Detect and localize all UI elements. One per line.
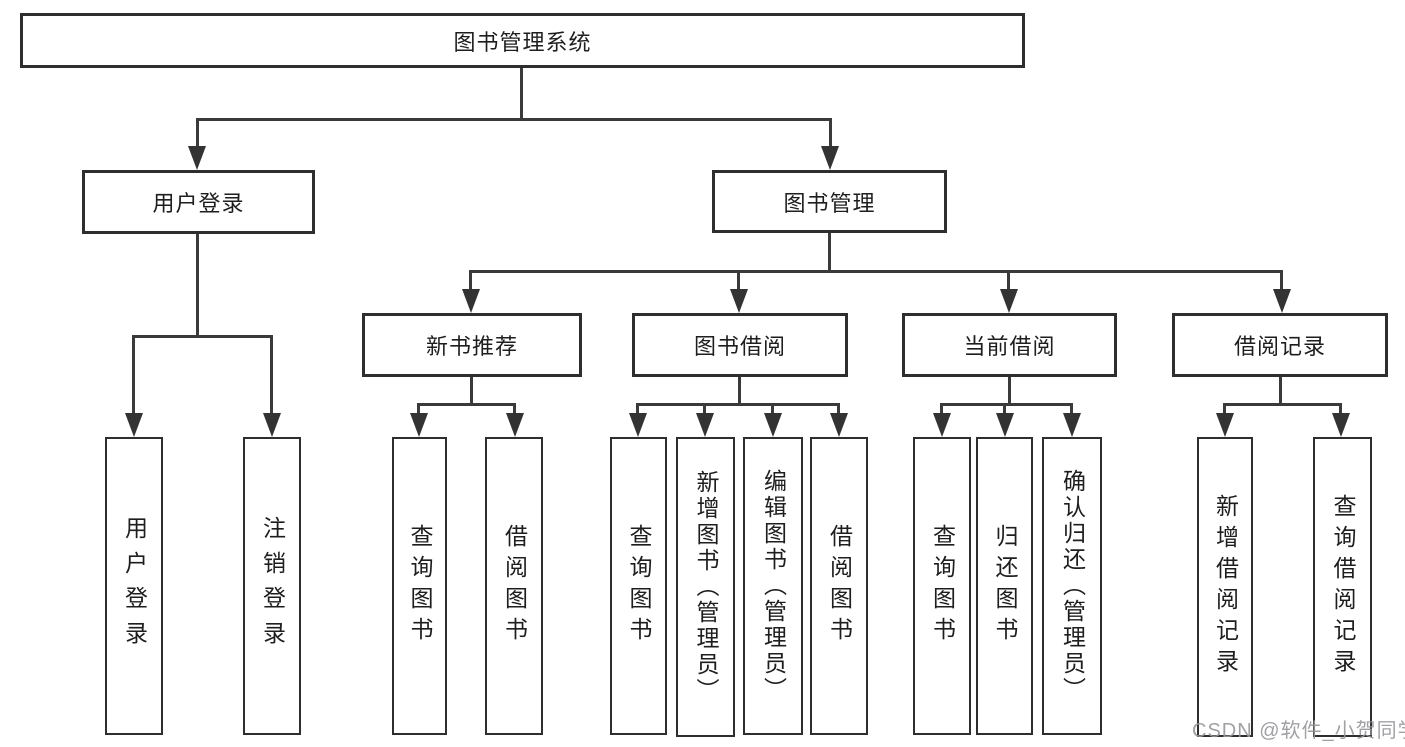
connector-line xyxy=(940,403,943,416)
connector-line xyxy=(1339,403,1342,416)
leaf-query-borrow-record: 查询借阅记录 xyxy=(1313,437,1372,737)
leaf-query-books-borrowing: 查询图书 xyxy=(610,437,667,735)
arrow-down-icon xyxy=(1273,289,1291,313)
connector-line xyxy=(470,377,473,405)
arrow-down-icon xyxy=(1000,289,1018,313)
connector-line xyxy=(469,270,472,292)
node-current-borrowing: 当前借阅 xyxy=(902,313,1117,377)
arrow-down-icon xyxy=(462,289,480,313)
connector-line xyxy=(636,403,840,406)
leaf-user-login: 用户登录 xyxy=(105,437,163,735)
connector-line xyxy=(132,335,135,415)
node-new-book-recommend: 新书推荐 xyxy=(362,313,582,377)
leaf-return-books: 归还图书 xyxy=(976,437,1033,735)
leaf-add-books-admin: 新增图书（管理员） xyxy=(676,437,735,737)
leaf-query-books-current: 查询图书 xyxy=(913,437,971,735)
connector-line xyxy=(469,270,1283,273)
node-book-management: 图书管理 xyxy=(712,170,947,233)
connector-line xyxy=(1279,377,1282,405)
arrow-down-icon xyxy=(821,146,839,170)
connector-line xyxy=(196,234,199,338)
connector-line xyxy=(1003,403,1006,416)
arrow-down-icon xyxy=(263,413,281,437)
connector-line xyxy=(1223,403,1226,416)
connector-line xyxy=(417,403,516,406)
connector-line xyxy=(940,403,1073,406)
node-borrowing-records: 借阅记录 xyxy=(1172,313,1388,377)
leaf-edit-books-admin: 编辑图书（管理员） xyxy=(743,437,803,735)
connector-line xyxy=(196,118,832,121)
connector-line xyxy=(737,270,740,292)
connector-line xyxy=(196,118,199,150)
arrow-down-icon xyxy=(629,413,647,437)
leaf-confirm-return-admin: 确认归还（管理员） xyxy=(1042,437,1102,735)
arrow-down-icon xyxy=(996,413,1014,437)
connector-line xyxy=(417,403,420,416)
node-book-borrowing: 图书借阅 xyxy=(632,313,848,377)
leaf-borrow-books-recommend: 借阅图书 xyxy=(485,437,543,735)
connector-line xyxy=(703,403,706,416)
arrow-down-icon xyxy=(506,413,524,437)
arrow-down-icon xyxy=(696,413,714,437)
leaf-query-books-recommend: 查询图书 xyxy=(392,437,447,735)
arrow-down-icon xyxy=(410,413,428,437)
connector-line xyxy=(738,377,741,405)
connector-line xyxy=(520,68,523,120)
connector-line xyxy=(1280,270,1283,292)
arrow-down-icon xyxy=(188,146,206,170)
connector-line xyxy=(829,118,832,150)
leaf-borrow-books: 借阅图书 xyxy=(810,437,868,735)
connector-line xyxy=(513,403,516,416)
connector-line xyxy=(837,403,840,416)
connector-line xyxy=(270,335,273,415)
arrow-down-icon xyxy=(730,289,748,313)
watermark-text: CSDN @软件_小贺同学 xyxy=(1192,720,1405,742)
arrow-down-icon xyxy=(764,413,782,437)
connector-line xyxy=(828,233,831,273)
connector-line xyxy=(1007,270,1010,292)
arrow-down-icon xyxy=(933,413,951,437)
arrow-down-icon xyxy=(1063,413,1081,437)
arrow-down-icon xyxy=(1332,413,1350,437)
connector-line xyxy=(132,335,273,338)
node-user-login: 用户登录 xyxy=(82,170,315,234)
arrow-down-icon xyxy=(830,413,848,437)
connector-line xyxy=(636,403,639,416)
arrow-down-icon xyxy=(1216,413,1234,437)
connector-line xyxy=(1070,403,1073,416)
leaf-add-borrow-record: 新增借阅记录 xyxy=(1197,437,1253,737)
leaf-logout: 注销登录 xyxy=(243,437,301,735)
connector-line xyxy=(771,403,774,416)
arrow-down-icon xyxy=(125,413,143,437)
connector-line xyxy=(1008,377,1011,405)
node-root: 图书管理系统 xyxy=(20,13,1025,68)
connector-line xyxy=(1223,403,1342,406)
